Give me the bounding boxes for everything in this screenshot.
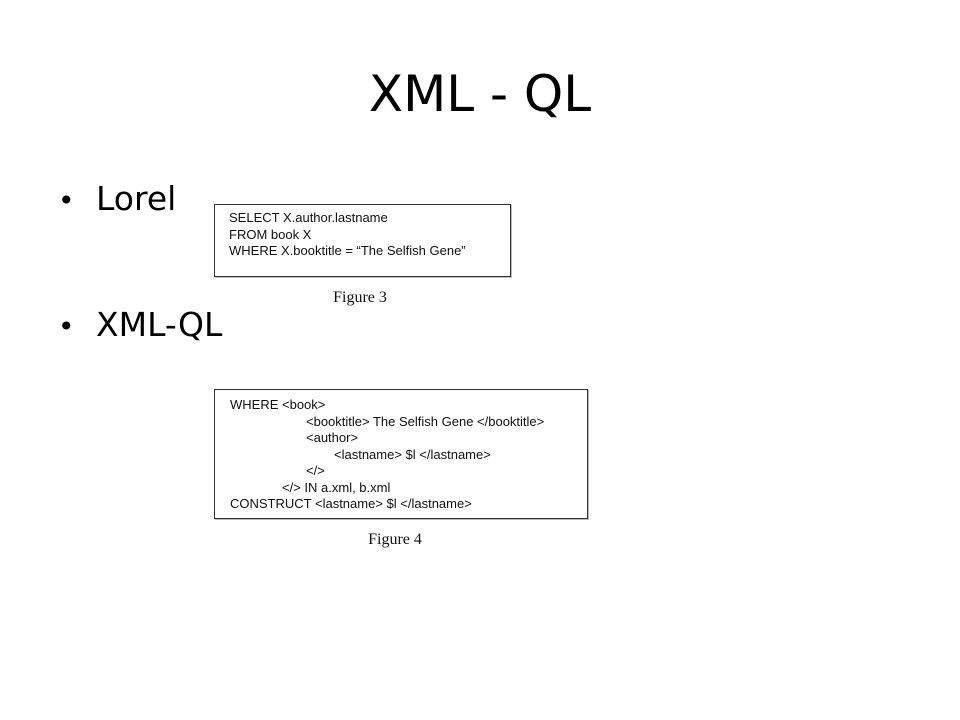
figure4-code-line: <author> [306, 430, 359, 445]
figure4-code-line: CONSTRUCT <lastname> $l </lastname> [230, 496, 472, 511]
figure3-code-line: FROM book X [229, 226, 312, 242]
figure3-caption: Figure 3 [333, 289, 387, 306]
slide-title: XML - QL [368, 65, 592, 123]
figure3-code-box: SELECT X.author.lastname FROM book X WHE… [214, 204, 511, 277]
bullet-icon: • [58, 310, 75, 343]
figure4-code-line: </> [306, 463, 325, 478]
figure4-code-line: <lastname> $l </lastname> [334, 446, 491, 462]
bullet-item-xml-ql: • XML-QL [58, 305, 222, 347]
bullet-label: XML-QL [96, 305, 223, 344]
figure4-code-line: </> IN a.xml, b.xml [282, 479, 391, 495]
figure3-code-line: SELECT X.author.lastname [229, 210, 388, 225]
bullet-icon: • [58, 184, 75, 217]
figure4-code-box: WHERE <book> <booktitle> The Selfish Gen… [214, 389, 588, 519]
figure4-caption: Figure 4 [368, 531, 422, 548]
bullet-item-lorel: • Lorel [58, 179, 176, 221]
figure3-code-line: WHERE X.booktitle = “The Selfish Gene” [229, 243, 466, 258]
figure4-code-line: <booktitle> The Selfish Gene </booktitle… [306, 413, 545, 429]
bullet-label: Lorel [96, 179, 177, 218]
figure4-code-line: WHERE <book> [230, 397, 326, 412]
